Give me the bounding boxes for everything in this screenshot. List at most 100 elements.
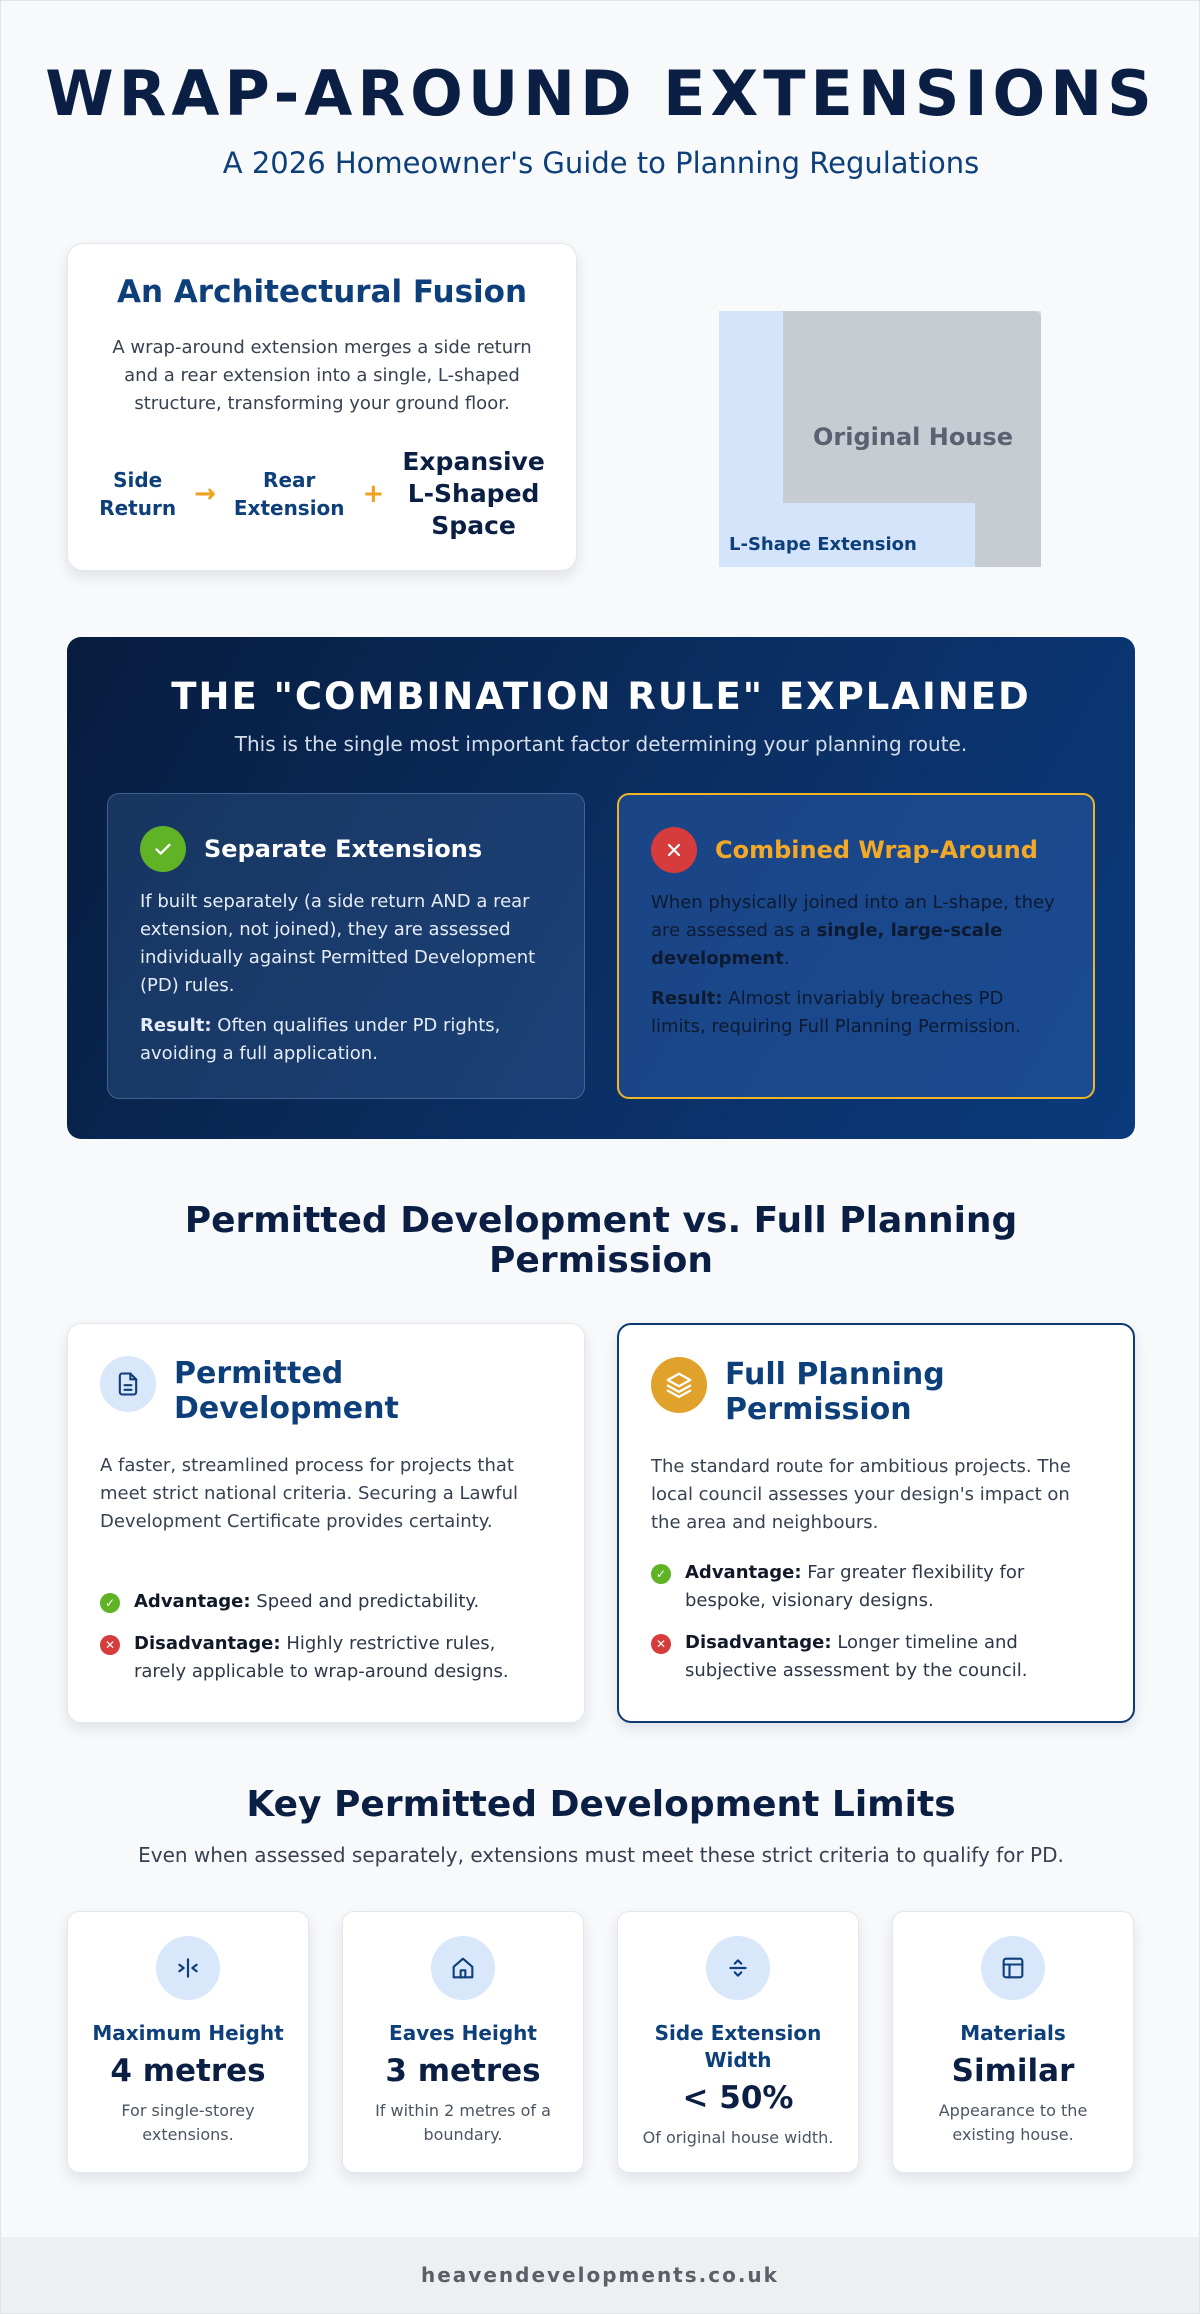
combined-result: Result: Almost invariably breaches PD li… bbox=[651, 985, 1061, 1041]
limit-value: Similar bbox=[951, 2053, 1075, 2089]
footer-site-link[interactable]: heavendevelopments.co.uk bbox=[421, 2263, 779, 2287]
point-label: Advantage: bbox=[685, 1562, 802, 1583]
limit-note: Of original house width. bbox=[642, 2128, 834, 2147]
cross-icon: ✕ bbox=[100, 1635, 120, 1655]
limit-card-side-width: Side Extension Width < 50% Of original h… bbox=[617, 1911, 859, 2173]
combination-rule-section: THE "COMBINATION RULE" EXPLAINED This is… bbox=[67, 637, 1135, 1139]
height-icon bbox=[156, 1936, 220, 2000]
term-line: Side bbox=[113, 468, 163, 492]
limit-card-eaves-height: Eaves Height 3 metres If within 2 metres… bbox=[342, 1911, 584, 2173]
limit-value: < 50% bbox=[682, 2080, 794, 2116]
point-text: Advantage: Far greater flexibility for b… bbox=[685, 1559, 1101, 1615]
l-shape-diagram: Original House L-Shape Extension bbox=[719, 311, 1041, 567]
point-label: Disadvantage: bbox=[685, 1632, 832, 1653]
check-icon: ✓ bbox=[651, 1564, 671, 1584]
cross-icon bbox=[651, 827, 697, 873]
fusion-description: A wrap-around extension merges a side re… bbox=[112, 337, 532, 414]
pd-disadvantage: ✕ Disadvantage: Highly restrictive rules… bbox=[100, 1630, 552, 1686]
diagram-extension-rear bbox=[719, 503, 975, 567]
result-label: Result: bbox=[651, 988, 723, 1009]
limit-note: If within 2 metres of a boundary. bbox=[375, 2101, 551, 2144]
combined-title: Combined Wrap-Around bbox=[715, 836, 1038, 864]
hero-header: WRAP-AROUND EXTENSIONS A 2026 Homeowner'… bbox=[1, 57, 1200, 180]
title-line: Permitted Development vs. Full Planning bbox=[184, 1200, 1018, 1241]
page-subtitle: A 2026 Homeowner's Guide to Planning Reg… bbox=[222, 146, 980, 180]
home-icon bbox=[431, 1936, 495, 2000]
card-head: Combined Wrap-Around bbox=[651, 827, 1061, 873]
full-disadvantage: ✕ Disadvantage: Longer timeline and subj… bbox=[651, 1629, 1101, 1685]
point-body: Far greater flexibility for bespoke, vis… bbox=[685, 1562, 1025, 1611]
result-line: Expansive bbox=[402, 447, 545, 476]
result-label: Result: bbox=[140, 1015, 212, 1036]
point-body: Longer timeline and subjective assessmen… bbox=[685, 1632, 1028, 1681]
limits-lead: Even when assessed separately, extension… bbox=[138, 1843, 1064, 1867]
result-text: Almost invariably breaches PD limits, re… bbox=[651, 988, 1021, 1037]
fusion-title: An Architectural Fusion bbox=[116, 274, 528, 310]
formula-term-side-return: Side Return bbox=[99, 466, 176, 522]
plus-icon: + bbox=[362, 479, 385, 509]
formula-term-rear-extension: Rear Extension bbox=[234, 466, 345, 522]
diagram-extension-label: L-Shape Extension bbox=[729, 534, 917, 555]
term-line: Return bbox=[99, 496, 177, 520]
formula-result: Expansive L-Shaped Space bbox=[402, 446, 544, 542]
limit-value: 3 metres bbox=[385, 2053, 541, 2089]
full-points: ✓ Advantage: Far greater flexibility for… bbox=[651, 1559, 1101, 1699]
limit-label: Side Extension Width bbox=[654, 2021, 822, 2072]
combined-wraparound-card: Combined Wrap-Around When physically joi… bbox=[617, 793, 1095, 1099]
separate-title: Separate Extensions bbox=[204, 835, 483, 863]
limit-card-max-height: Maximum Height 4 metres For single-store… bbox=[67, 1911, 309, 2173]
title-line: Full Planning bbox=[725, 1357, 945, 1392]
separate-result: Result: Often qualifies under PD rights,… bbox=[140, 1012, 552, 1068]
result-line: L-Shaped bbox=[407, 479, 540, 508]
title-line: Permission bbox=[725, 1392, 912, 1427]
pd-advantage: ✓ Advantage: Speed and predictability. bbox=[100, 1588, 552, 1616]
body-text: . bbox=[783, 948, 790, 969]
architectural-fusion-card: An Architectural Fusion A wrap-around ex… bbox=[67, 243, 577, 571]
diagram-house-label: Original House bbox=[813, 423, 1013, 451]
separate-body: If built separately (a side return AND a… bbox=[140, 891, 536, 996]
check-icon bbox=[140, 826, 186, 872]
comparison-title: Permitted Development vs. Full Planning … bbox=[1, 1201, 1200, 1281]
title-line: Permitted bbox=[174, 1356, 344, 1391]
layout-icon bbox=[981, 1936, 1045, 2000]
layers-icon bbox=[651, 1357, 707, 1413]
check-icon: ✓ bbox=[100, 1593, 120, 1613]
point-text: Disadvantage: Highly restrictive rules, … bbox=[134, 1630, 552, 1686]
limit-label: Maximum Height bbox=[92, 2021, 284, 2045]
width-icon bbox=[706, 1936, 770, 2000]
point-text: Disadvantage: Longer timeline and subjec… bbox=[685, 1629, 1101, 1685]
card-head: Separate Extensions bbox=[140, 826, 552, 872]
full-advantage: ✓ Advantage: Far greater flexibility for… bbox=[651, 1559, 1101, 1615]
limit-label: Eaves Height bbox=[389, 2021, 537, 2045]
limit-note: For single-storey extensions. bbox=[121, 2101, 255, 2144]
footer: heavendevelopments.co.uk bbox=[1, 2237, 1199, 2313]
limit-card-materials: Materials Similar Appearance to the exis… bbox=[892, 1911, 1134, 2173]
combined-body: When physically joined into an L-shape, … bbox=[651, 889, 1061, 973]
combination-lead: This is the single most important factor… bbox=[234, 732, 968, 756]
term-line: Rear bbox=[263, 468, 316, 492]
cross-icon: ✕ bbox=[651, 1634, 671, 1654]
limit-value: 4 metres bbox=[110, 2053, 266, 2089]
point-label: Advantage: bbox=[134, 1591, 251, 1612]
full-description: The standard route for ambitious project… bbox=[651, 1456, 1071, 1533]
arrow-right-icon: → bbox=[194, 479, 216, 509]
title-line: Development bbox=[174, 1391, 399, 1426]
pd-points: ✓ Advantage: Speed and predictability. ✕… bbox=[100, 1588, 552, 1700]
point-label: Disadvantage: bbox=[134, 1633, 281, 1654]
limit-note: Appearance to the existing house. bbox=[938, 2101, 1088, 2144]
limits-title: Key Permitted Development Limits bbox=[246, 1784, 956, 1825]
body-bold: single, large-scale development bbox=[651, 920, 1003, 969]
document-icon bbox=[100, 1356, 156, 1412]
separate-extensions-card: Separate Extensions If built separately … bbox=[107, 793, 585, 1099]
body-text: When physically joined into an L-shape, … bbox=[651, 892, 1055, 941]
combination-title: THE "COMBINATION RULE" EXPLAINED bbox=[171, 675, 1031, 718]
limit-label: Materials bbox=[960, 2021, 1066, 2045]
result-text: Often qualifies under PD rights, avoidin… bbox=[140, 1015, 501, 1064]
